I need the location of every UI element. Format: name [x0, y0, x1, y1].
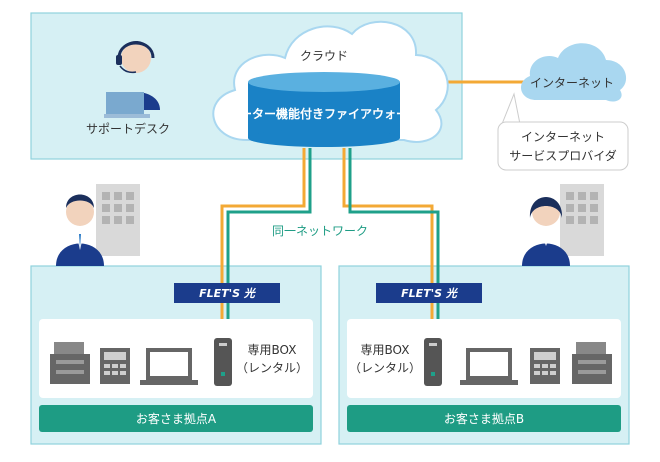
- cloud-label: クラウド: [300, 49, 348, 63]
- printer-icon: [50, 342, 90, 384]
- site-a-name-bar: [39, 405, 313, 432]
- flets-logo-a: FLET'S 光: [174, 283, 280, 303]
- internet-cloud-shape: [521, 43, 627, 102]
- site-b-box-label-line1: 専用BOX: [361, 343, 410, 357]
- provider-label-line2: サービスプロバイダ: [509, 148, 617, 163]
- box-device-b-icon: [424, 338, 442, 386]
- site-a-box-label-line1: 専用BOX: [248, 343, 297, 357]
- site-b-name: お客さま拠点B: [444, 411, 524, 426]
- flets-logo-b: FLET'S 光: [376, 283, 482, 303]
- flets-logo-a-text: FLET'S 光: [199, 287, 257, 300]
- support-label: サポートデスク: [86, 121, 170, 136]
- left-connection-lines: [220, 148, 312, 338]
- printer-b-icon: [572, 342, 612, 384]
- provider-callout: [497, 92, 629, 171]
- network-label: 同一ネットワーク: [272, 224, 368, 238]
- internet-label: インターネット: [530, 76, 614, 90]
- right-connection-lines: [342, 148, 440, 338]
- support-person-icon: [104, 41, 160, 118]
- flets-logo-b-text: FLET'S 光: [401, 287, 459, 300]
- laptop-b-icon: [460, 348, 518, 385]
- person-b-icon: [522, 184, 604, 266]
- box-device-a-icon: [214, 338, 232, 386]
- site-b-name-bar: [347, 405, 621, 432]
- site-b-box-label-line2: （レンタル）: [349, 361, 421, 375]
- firewall-label: ルーター機能付きファイアウォール: [228, 106, 420, 121]
- person-a-icon: [56, 184, 140, 266]
- site-a-box-label-line2: （レンタル）: [236, 361, 308, 375]
- provider-label-line1: インターネット: [521, 130, 605, 144]
- firewall-cylinder: [248, 72, 400, 147]
- site-a-name: お客さま拠点A: [136, 411, 217, 426]
- desk-phone-icon: [100, 348, 130, 384]
- laptop-icon: [140, 348, 198, 385]
- desk-phone-b-icon: [530, 348, 560, 384]
